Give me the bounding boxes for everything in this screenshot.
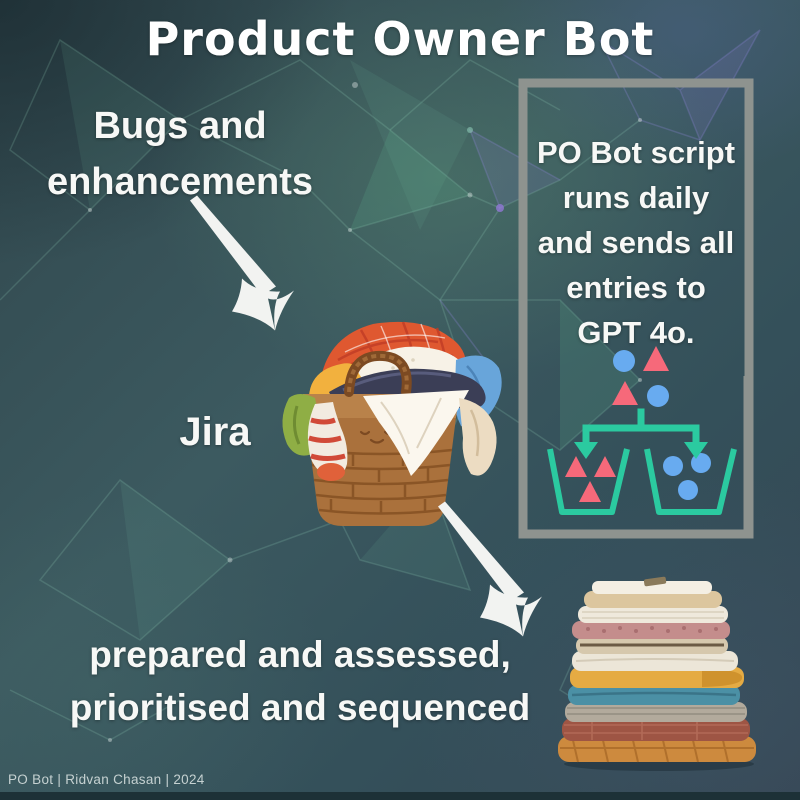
panel-text-line: and sends all <box>537 225 735 260</box>
laundry-basket-illustration <box>282 321 502 526</box>
input-label-line1: Bugs and <box>93 105 267 147</box>
input-label-line2: enhancements <box>46 161 314 203</box>
jira-label: Jira <box>179 410 251 454</box>
white-drape <box>363 390 469 476</box>
panel-text-line: entries to <box>566 270 706 305</box>
panel-text-line: GPT 4o. <box>577 315 695 350</box>
output-label-line1: prepared and assessed, <box>89 634 511 675</box>
arrow-down-right-icon <box>438 501 542 637</box>
output-label-line2: prioritised and sequenced <box>69 687 531 728</box>
po-bot-panel: PO Bot script runs daily and sends all e… <box>518 78 754 539</box>
credit-text: PO Bot | Ridvan Chasan | 2024 <box>8 772 205 787</box>
arrow-down-right-icon <box>190 195 294 331</box>
panel-text-line: runs daily <box>562 180 710 215</box>
folded-clothes-stack-illustration <box>558 576 756 771</box>
input-label: Bugs and enhancements <box>10 98 350 210</box>
panel-text-line: PO Bot script <box>536 135 736 170</box>
panel-text: PO Bot script runs daily and sends all e… <box>518 130 754 355</box>
page-title: Product Owner Bot <box>145 12 655 66</box>
shape-sorting-buckets-icon <box>547 346 737 515</box>
bottom-strip <box>0 792 800 800</box>
panel-frame <box>518 78 754 539</box>
output-label: prepared and assessed, prioritised and s… <box>20 628 580 734</box>
